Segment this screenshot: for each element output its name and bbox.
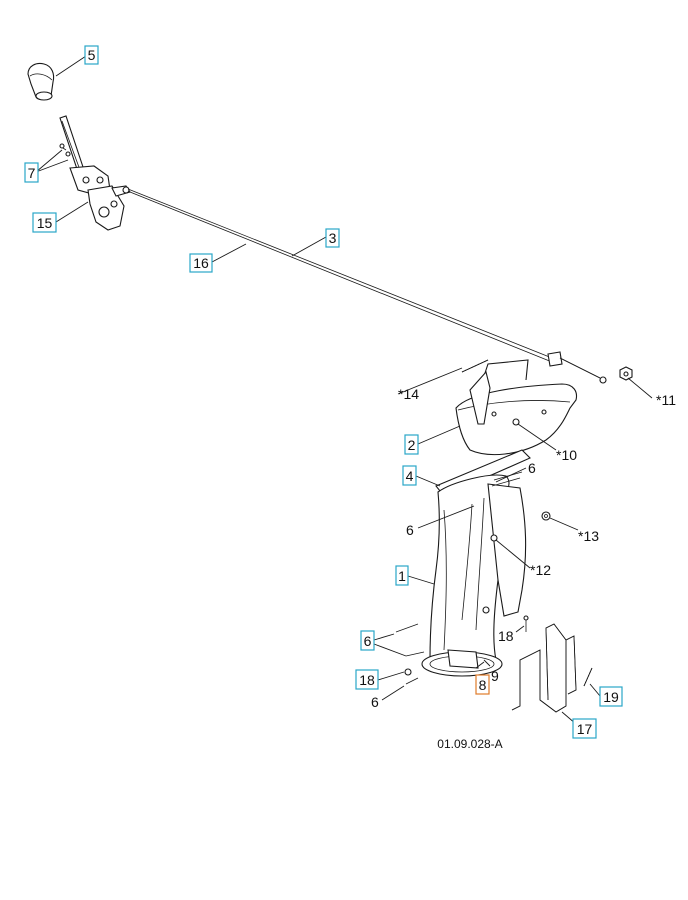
callout-5-label: 5 [88,47,96,63]
callout-5-box [84,45,99,65]
callout-15-label: 15 [37,215,53,231]
drawing-code: 01.09.028-A [437,737,502,751]
label-star-13: *13 [578,528,599,544]
knob-part [27,62,55,101]
callout-1[interactable]: 1 [395,565,409,586]
callout-6[interactable]: 6 [360,630,375,651]
callout-17[interactable]: 17 [572,718,597,739]
callout-19[interactable]: 19 [599,686,623,707]
callout-17-box [572,718,597,739]
label-star-11: *11 [656,392,676,408]
label-9: 9 [491,668,499,684]
callout-16-box [189,253,213,273]
callout-3-label: 3 [329,230,337,246]
callout-8[interactable]: 8 [475,674,490,695]
label-18-right: 18 [498,628,514,644]
callout-15[interactable]: 15 [32,212,57,233]
callout-1-label: 1 [398,568,406,584]
callout-1-box [395,565,409,586]
label-star-10: *10 [556,447,577,463]
callout-6-box [360,630,375,651]
callout-2-label: 2 [408,437,416,453]
callout-17-label: 17 [577,721,593,737]
label-6-lower: 6 [371,694,379,710]
chute-body-part [421,474,527,677]
callout-2-box [404,434,419,455]
callout-3-box [325,228,340,248]
callout-7-box [24,162,39,183]
chute-cable-part [127,188,607,384]
label-6-upper: 6 [528,460,536,476]
callout-7[interactable]: 7 [24,162,39,183]
label-star-14: *14 [398,386,419,402]
callout-18-box [355,669,379,690]
callout-6-label: 6 [364,633,372,649]
callout-19-label: 19 [603,689,619,705]
bolt-parts [395,471,551,685]
callout-4[interactable]: 4 [402,465,417,486]
callout-4-label: 4 [406,468,414,484]
callout-19-box [599,686,623,707]
callout-15-box [32,212,57,233]
callout-8-box [475,674,490,695]
callout-7-label: 7 [28,165,36,181]
label-star-12: *12 [530,562,551,578]
pin-part [583,667,593,687]
callout-2[interactable]: 2 [404,434,419,455]
callout-5[interactable]: 5 [84,45,99,65]
spring-part [461,359,489,373]
control-rod-part [511,623,577,713]
leader-lines [35,55,653,725]
deflector-part [455,359,578,456]
callout-18-label: 18 [359,672,375,688]
callout-18[interactable]: 18 [355,669,379,690]
nut-part [619,366,633,381]
callout-3[interactable]: 3 [325,228,340,248]
callout-4-box [402,465,417,486]
callout-8-label: 8 [479,677,487,693]
label-6-mid: 6 [406,522,414,538]
callout-16[interactable]: 16 [189,253,213,273]
control-lever-part [59,115,131,231]
callout-16-label: 16 [193,255,209,271]
